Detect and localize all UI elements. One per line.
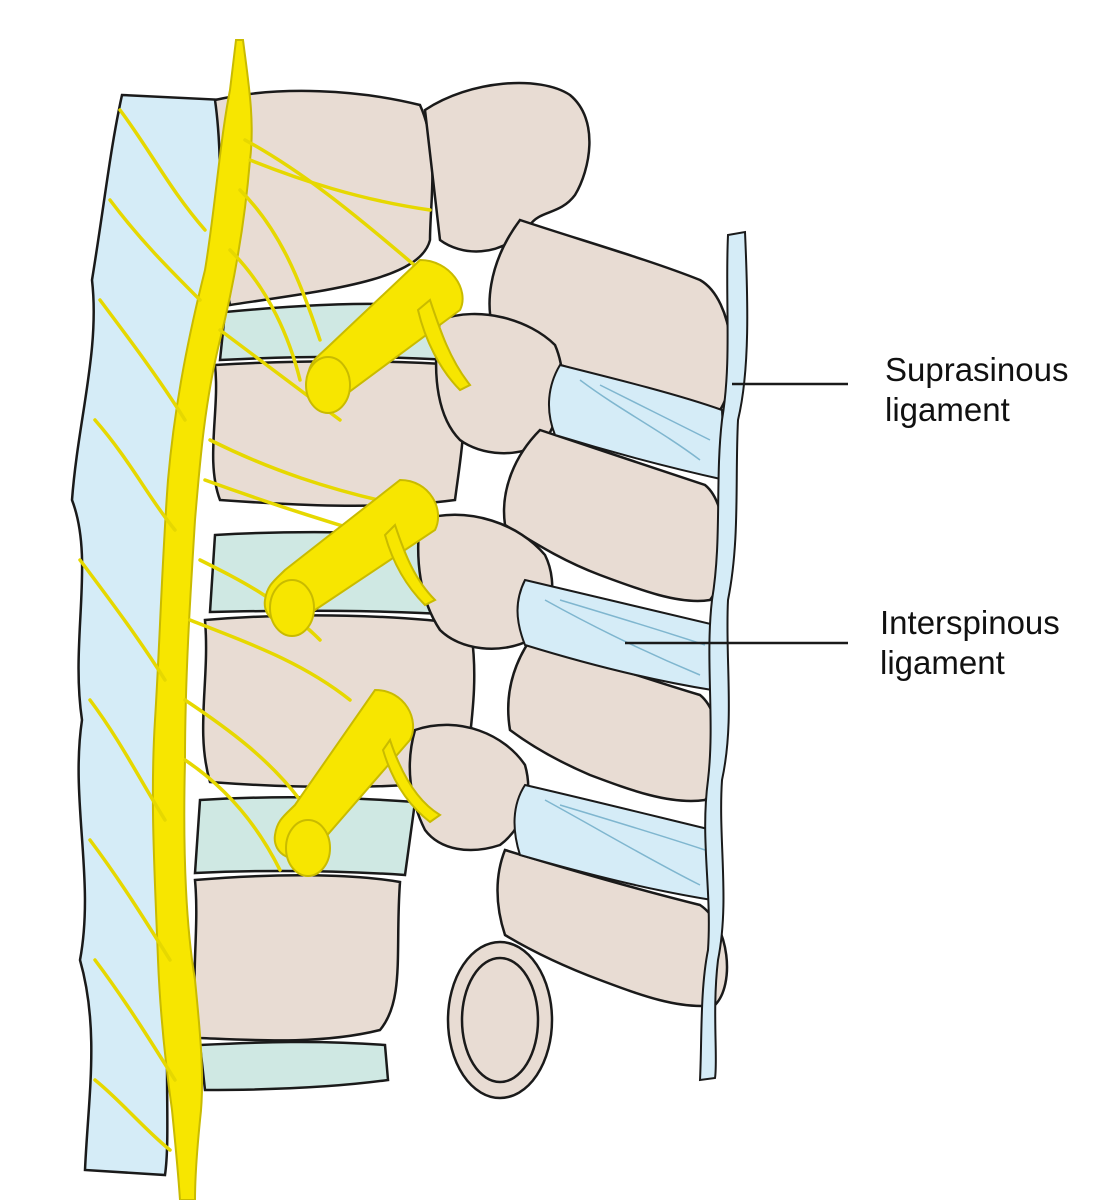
disc-4 — [198, 1040, 390, 1092]
spinous-process-4 — [496, 848, 729, 1008]
nerve-root-1-branch — [416, 298, 472, 392]
nerve-trunk — [151, 39, 253, 1200]
posterior-elements — [408, 81, 733, 1100]
nerve-roots — [263, 258, 472, 877]
supraspinous-label-line2: ligament — [885, 391, 1010, 428]
supraspinous-ligament-label: Suprasinous ligament — [885, 350, 1068, 430]
spinous-process-2 — [502, 428, 726, 603]
supraspinous-ligament-strip — [698, 230, 749, 1082]
interspinous-ligaments — [513, 363, 727, 902]
pedicle-oval-inner — [460, 956, 540, 1084]
nerve-root-3-branch — [381, 737, 442, 824]
interspinous-fibers — [544, 379, 711, 886]
interspinous-ligament-2 — [516, 578, 717, 692]
interspinous-label-line2: ligament — [880, 644, 1005, 681]
interspinous-label-line1: Interspinous — [880, 604, 1060, 641]
pedicle-oval — [446, 940, 554, 1100]
interspinous-ligament-label: Interspinous ligament — [880, 603, 1060, 683]
spinous-process-3 — [506, 638, 721, 803]
vertebral-body-4 — [193, 873, 402, 1042]
interspinous-ligament-1 — [548, 363, 727, 482]
articular-process-4 — [408, 723, 530, 852]
nerve-root-2-branch — [383, 523, 437, 607]
supraspinous-label-line1: Suprasinous — [885, 351, 1069, 388]
articular-process-1 — [423, 81, 591, 253]
interspinous-ligament-3 — [513, 783, 713, 902]
